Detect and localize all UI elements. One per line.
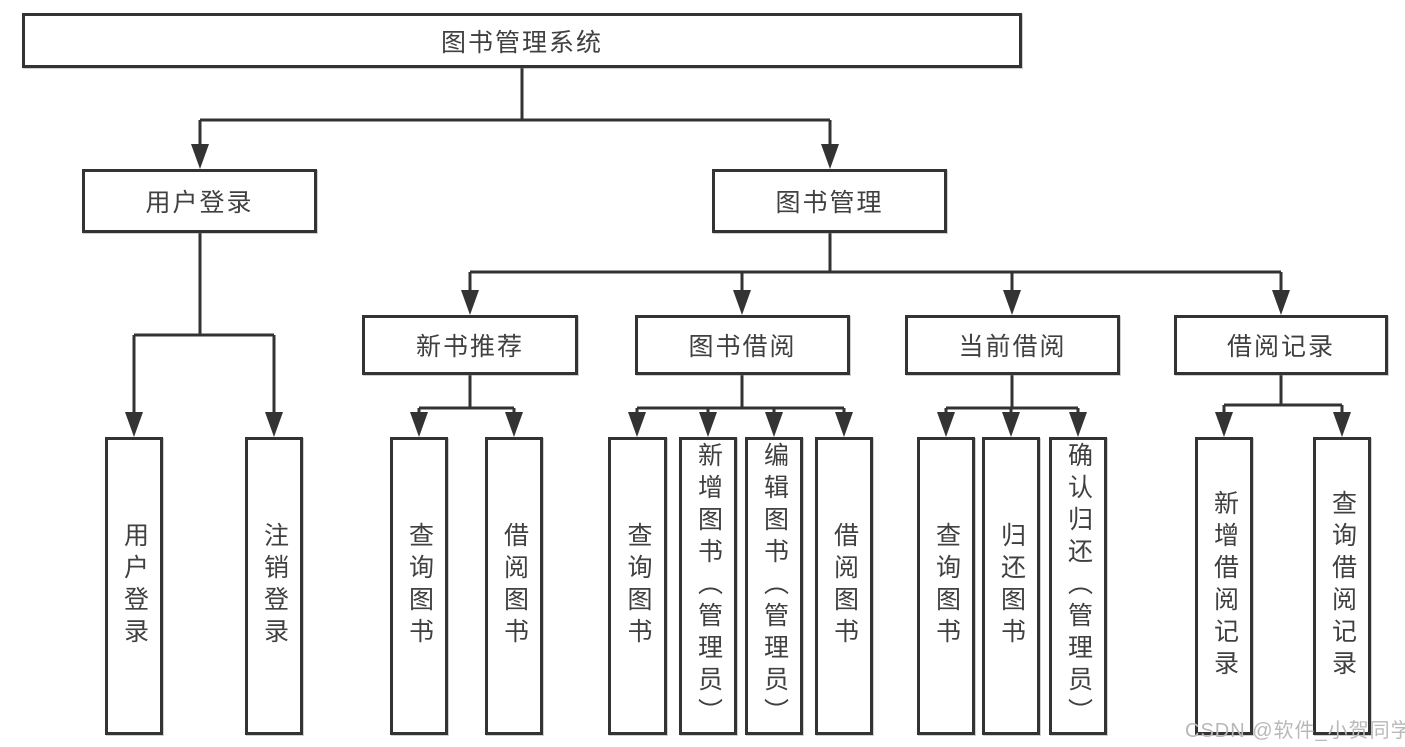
leaf-add-borrow-record: 新增借阅记录 <box>1195 437 1253 735</box>
node-current-borrow: 当前借阅 <box>905 315 1120 375</box>
node-label: 新增借阅记录 <box>1210 490 1239 682</box>
node-label: 借阅记录 <box>1226 333 1335 361</box>
node-user-login: 用户登录 <box>82 169 317 233</box>
leaf-query-books-recommend: 查询图书 <box>390 437 448 735</box>
connector-borrow-record-children <box>1215 375 1351 437</box>
leaf-logout: 注销登录 <box>245 437 303 735</box>
node-label: 查询图书 <box>624 522 652 650</box>
connector-book-management-children <box>461 233 1290 315</box>
node-label: 新增图书（管理员） <box>694 442 723 730</box>
node-label: 用户登录 <box>145 189 254 217</box>
node-borrow-record: 借阅记录 <box>1174 315 1388 375</box>
leaf-confirm-return-admin: 确认归还（管理员） <box>1049 437 1107 735</box>
leaf-borrow-books-recommend: 借阅图书 <box>485 437 543 735</box>
node-new-book-recommend: 新书推荐 <box>362 315 578 375</box>
connector-current-borrow-children <box>937 375 1087 437</box>
leaf-borrow-books: 借阅图书 <box>815 437 873 735</box>
leaf-edit-books-admin: 编辑图书（管理员） <box>745 437 803 735</box>
connector-root-to-level2 <box>191 68 839 169</box>
node-label: 查询图书 <box>405 522 434 650</box>
node-label: 编辑图书（管理员） <box>760 442 789 730</box>
node-book-borrow: 图书借阅 <box>635 315 850 375</box>
node-label: 归还图书 <box>997 522 1026 650</box>
node-label: 借阅图书 <box>500 522 529 650</box>
leaf-query-books-current: 查询图书 <box>917 437 975 735</box>
node-book-management: 图书管理 <box>712 169 947 233</box>
leaf-query-borrow-record: 查询借阅记录 <box>1313 437 1371 735</box>
node-label: 确认归还（管理员） <box>1064 442 1093 730</box>
node-label: 当前借阅 <box>958 333 1067 361</box>
node-label: 图书管理 <box>775 189 884 217</box>
connector-new-book-recommend-children <box>410 375 523 437</box>
node-label: 查询图书 <box>932 522 961 650</box>
leaf-return-books: 归还图书 <box>982 437 1040 735</box>
node-label: 用户登录 <box>120 522 149 650</box>
leaf-user-login: 用户登录 <box>105 437 163 735</box>
node-label: 查询借阅记录 <box>1328 490 1357 682</box>
connector-book-borrow-children <box>628 375 853 437</box>
leaf-add-books-admin: 新增图书（管理员） <box>679 437 737 735</box>
leaf-query-books-borrow: 查询图书 <box>608 437 667 735</box>
node-label: 新书推荐 <box>415 333 524 361</box>
node-label: 图书管理系统 <box>440 28 603 57</box>
csdn-watermark: CSDN @软件_小贺同学 <box>1185 720 1405 742</box>
node-label: 图书借阅 <box>688 333 797 361</box>
node-label: 注销登录 <box>260 522 289 650</box>
node-library-management-system: 图书管理系统 <box>22 13 1022 68</box>
connector-user-login-children <box>125 233 283 437</box>
node-label: 借阅图书 <box>830 522 859 650</box>
